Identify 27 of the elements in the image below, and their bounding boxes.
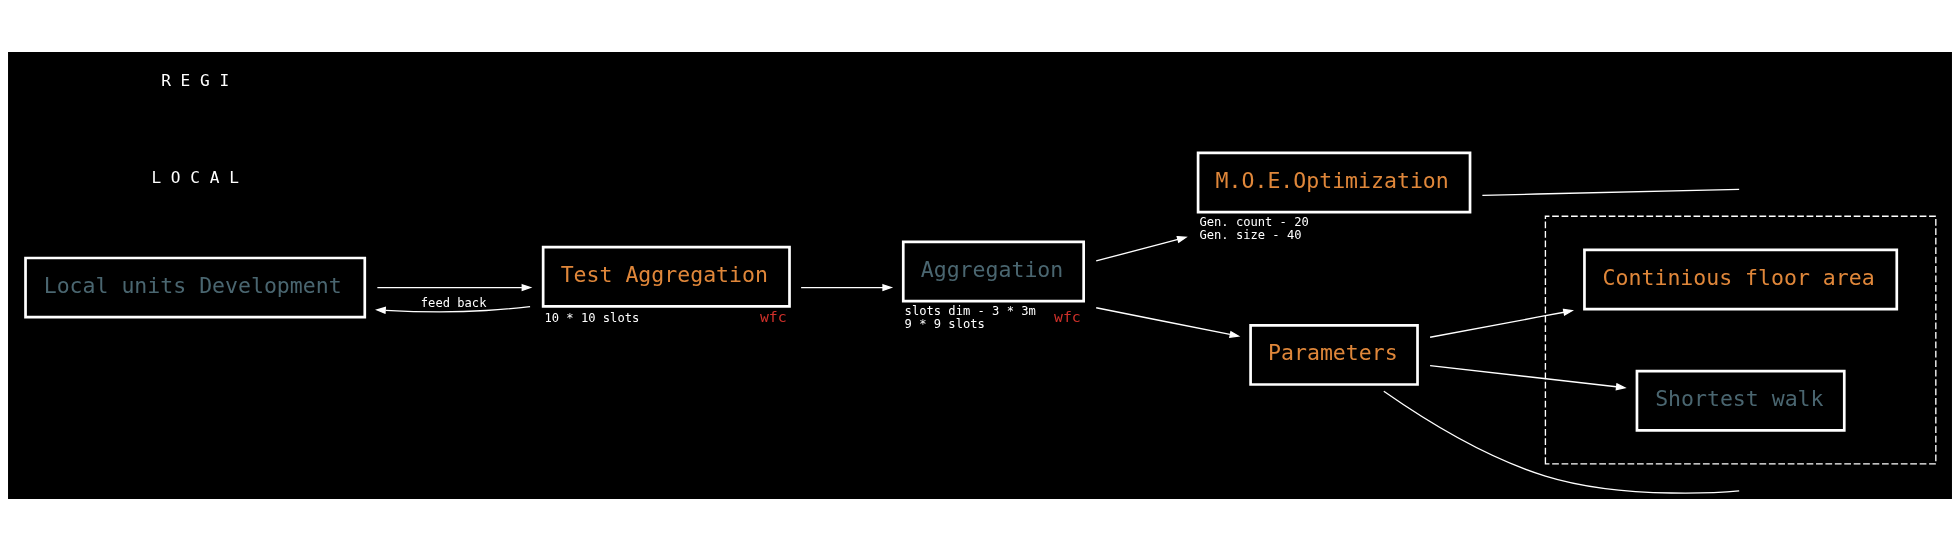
node-label: 10 * 10 slots — [544, 310, 640, 325]
node-label: slots dim - 3 * 3m — [904, 303, 1036, 318]
node-label: 9 * 9 slots — [904, 316, 985, 331]
arrow — [376, 283, 533, 291]
node-box: Test Aggregation — [541, 245, 791, 308]
node-box: Shortest walk — [1635, 369, 1846, 432]
node-label: wfc — [1054, 307, 1081, 325]
node-box: Aggregation — [901, 239, 1085, 302]
arrow — [800, 283, 894, 291]
arrow — [375, 305, 531, 314]
connector — [1481, 188, 1740, 196]
node-box: Local units Development — [24, 256, 367, 319]
node-label: Gen. count - 20 — [1199, 214, 1309, 229]
node-label: Gen. size - 40 — [1199, 227, 1302, 242]
connector — [1383, 390, 1740, 494]
node-box: M.O.E.Optimization — [1196, 151, 1472, 214]
arrow — [1095, 306, 1241, 338]
edge-label: feed back — [420, 295, 487, 310]
node-box: Continious floor area — [1583, 248, 1899, 310]
node-label: wfc — [759, 307, 787, 325]
label: R E G I — [161, 70, 230, 90]
node-box: Parameters — [1249, 323, 1419, 386]
label: L O C A L — [151, 167, 239, 187]
arrow — [1095, 235, 1188, 262]
arrow — [1429, 364, 1627, 390]
arrow — [1429, 308, 1574, 338]
cluster — [1544, 215, 1937, 465]
